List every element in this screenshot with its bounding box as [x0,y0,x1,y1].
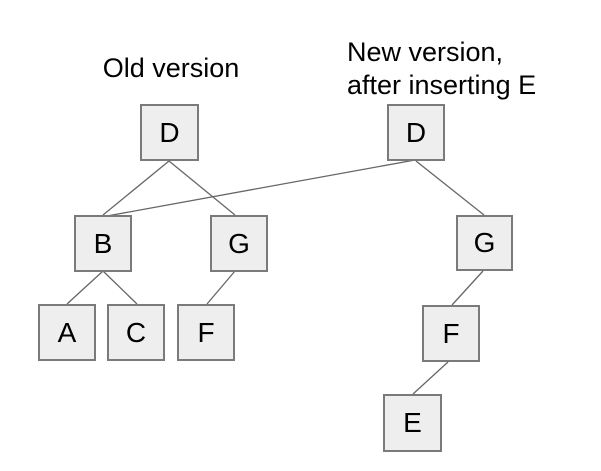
old-version-title: Old version [102,53,240,83]
edge-new-f-to-new-e [412,361,449,395]
tree-node-old-a: A [38,304,96,361]
edge-new-d-to-old-b [106,159,416,217]
tree-node-old-b: B [74,215,132,272]
edge-old-d-to-old-b [102,160,170,216]
new-version-title: New version, after inserting E [347,37,537,100]
tree-node-old-d: D [140,104,199,161]
tree-node-new-e: E [383,394,442,452]
tree-node-old-f: F [177,304,235,361]
edge-new-d-to-new-g [415,160,485,216]
tree-node-old-c: C [107,304,165,361]
edge-old-d-to-old-g [168,160,236,216]
tree-node-new-d: D [387,104,445,161]
tree-node-new-f: F [422,305,480,362]
tree-node-old-g: G [210,215,268,272]
tree-node-new-g: G [456,215,513,271]
edge-new-g-to-new-f [451,270,484,306]
edge-old-b-to-old-c [102,270,138,305]
edge-old-g-to-old-f [206,270,236,305]
edge-old-b-to-old-a [66,270,104,305]
